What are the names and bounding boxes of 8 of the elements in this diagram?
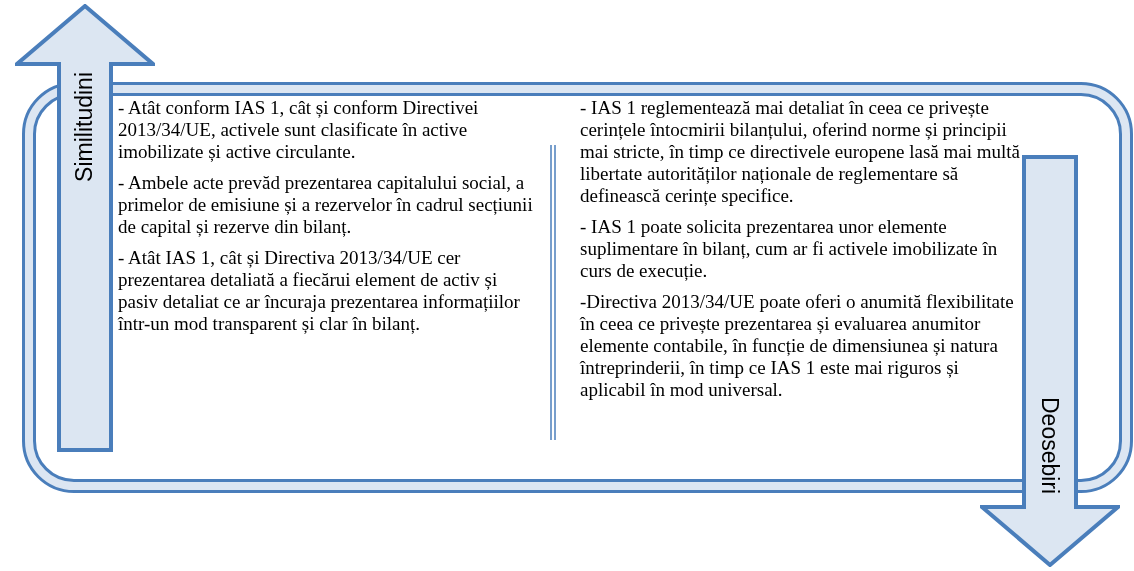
paragraph: - IAS 1 poate solicita prezentarea unor elemente suplimentare în bilanț, cum ar fi activele imobilizate în curs de execuție. bbox=[580, 216, 999, 282]
paragraph: - Atât conform IAS 1, cât și conform Directivei 2013/34/UE, activele sunt clasificate în active imobilizate și active circulante. bbox=[118, 97, 480, 163]
arrow-label: Deosebiri bbox=[1036, 397, 1063, 495]
paragraph: -Directiva 2013/34/UE poate oferi o anumită flexibilitate în ceea ce privește prezentarea și evaluarea anumitor elemente contabile, în funcție de dimensiunea și natura întreprinderii, în timp ce IAS 1 este mai riguros și aplicabil în mod universal. bbox=[580, 291, 1015, 401]
paragraph: - IAS 1 reglementează mai detaliat în ceea ce privește cerințele întocmirii bilanțului, oferind norme și principii mai stricte, în timp ce directivele europene lasă mai multă libertate autorităților naționale de reglementare să definească cerințe specifice. bbox=[580, 97, 1020, 207]
paragraph: - Ambele acte prevăd prezentarea capitalului social, a primelor de emisiune și a rezervelor în cadrul secțiunii de capital și rezerve din bilanț. bbox=[118, 172, 534, 238]
arrow-label: Similitudini bbox=[71, 72, 98, 182]
paragraph: - Atât IAS 1, cât și Directiva 2013/34/UE cer prezentarea detaliată a fiecărui element de activ și pasiv detaliat ce ar încuraja prezentarea informațiilor într-un mod transparent și clar în bilanț. bbox=[118, 247, 521, 335]
